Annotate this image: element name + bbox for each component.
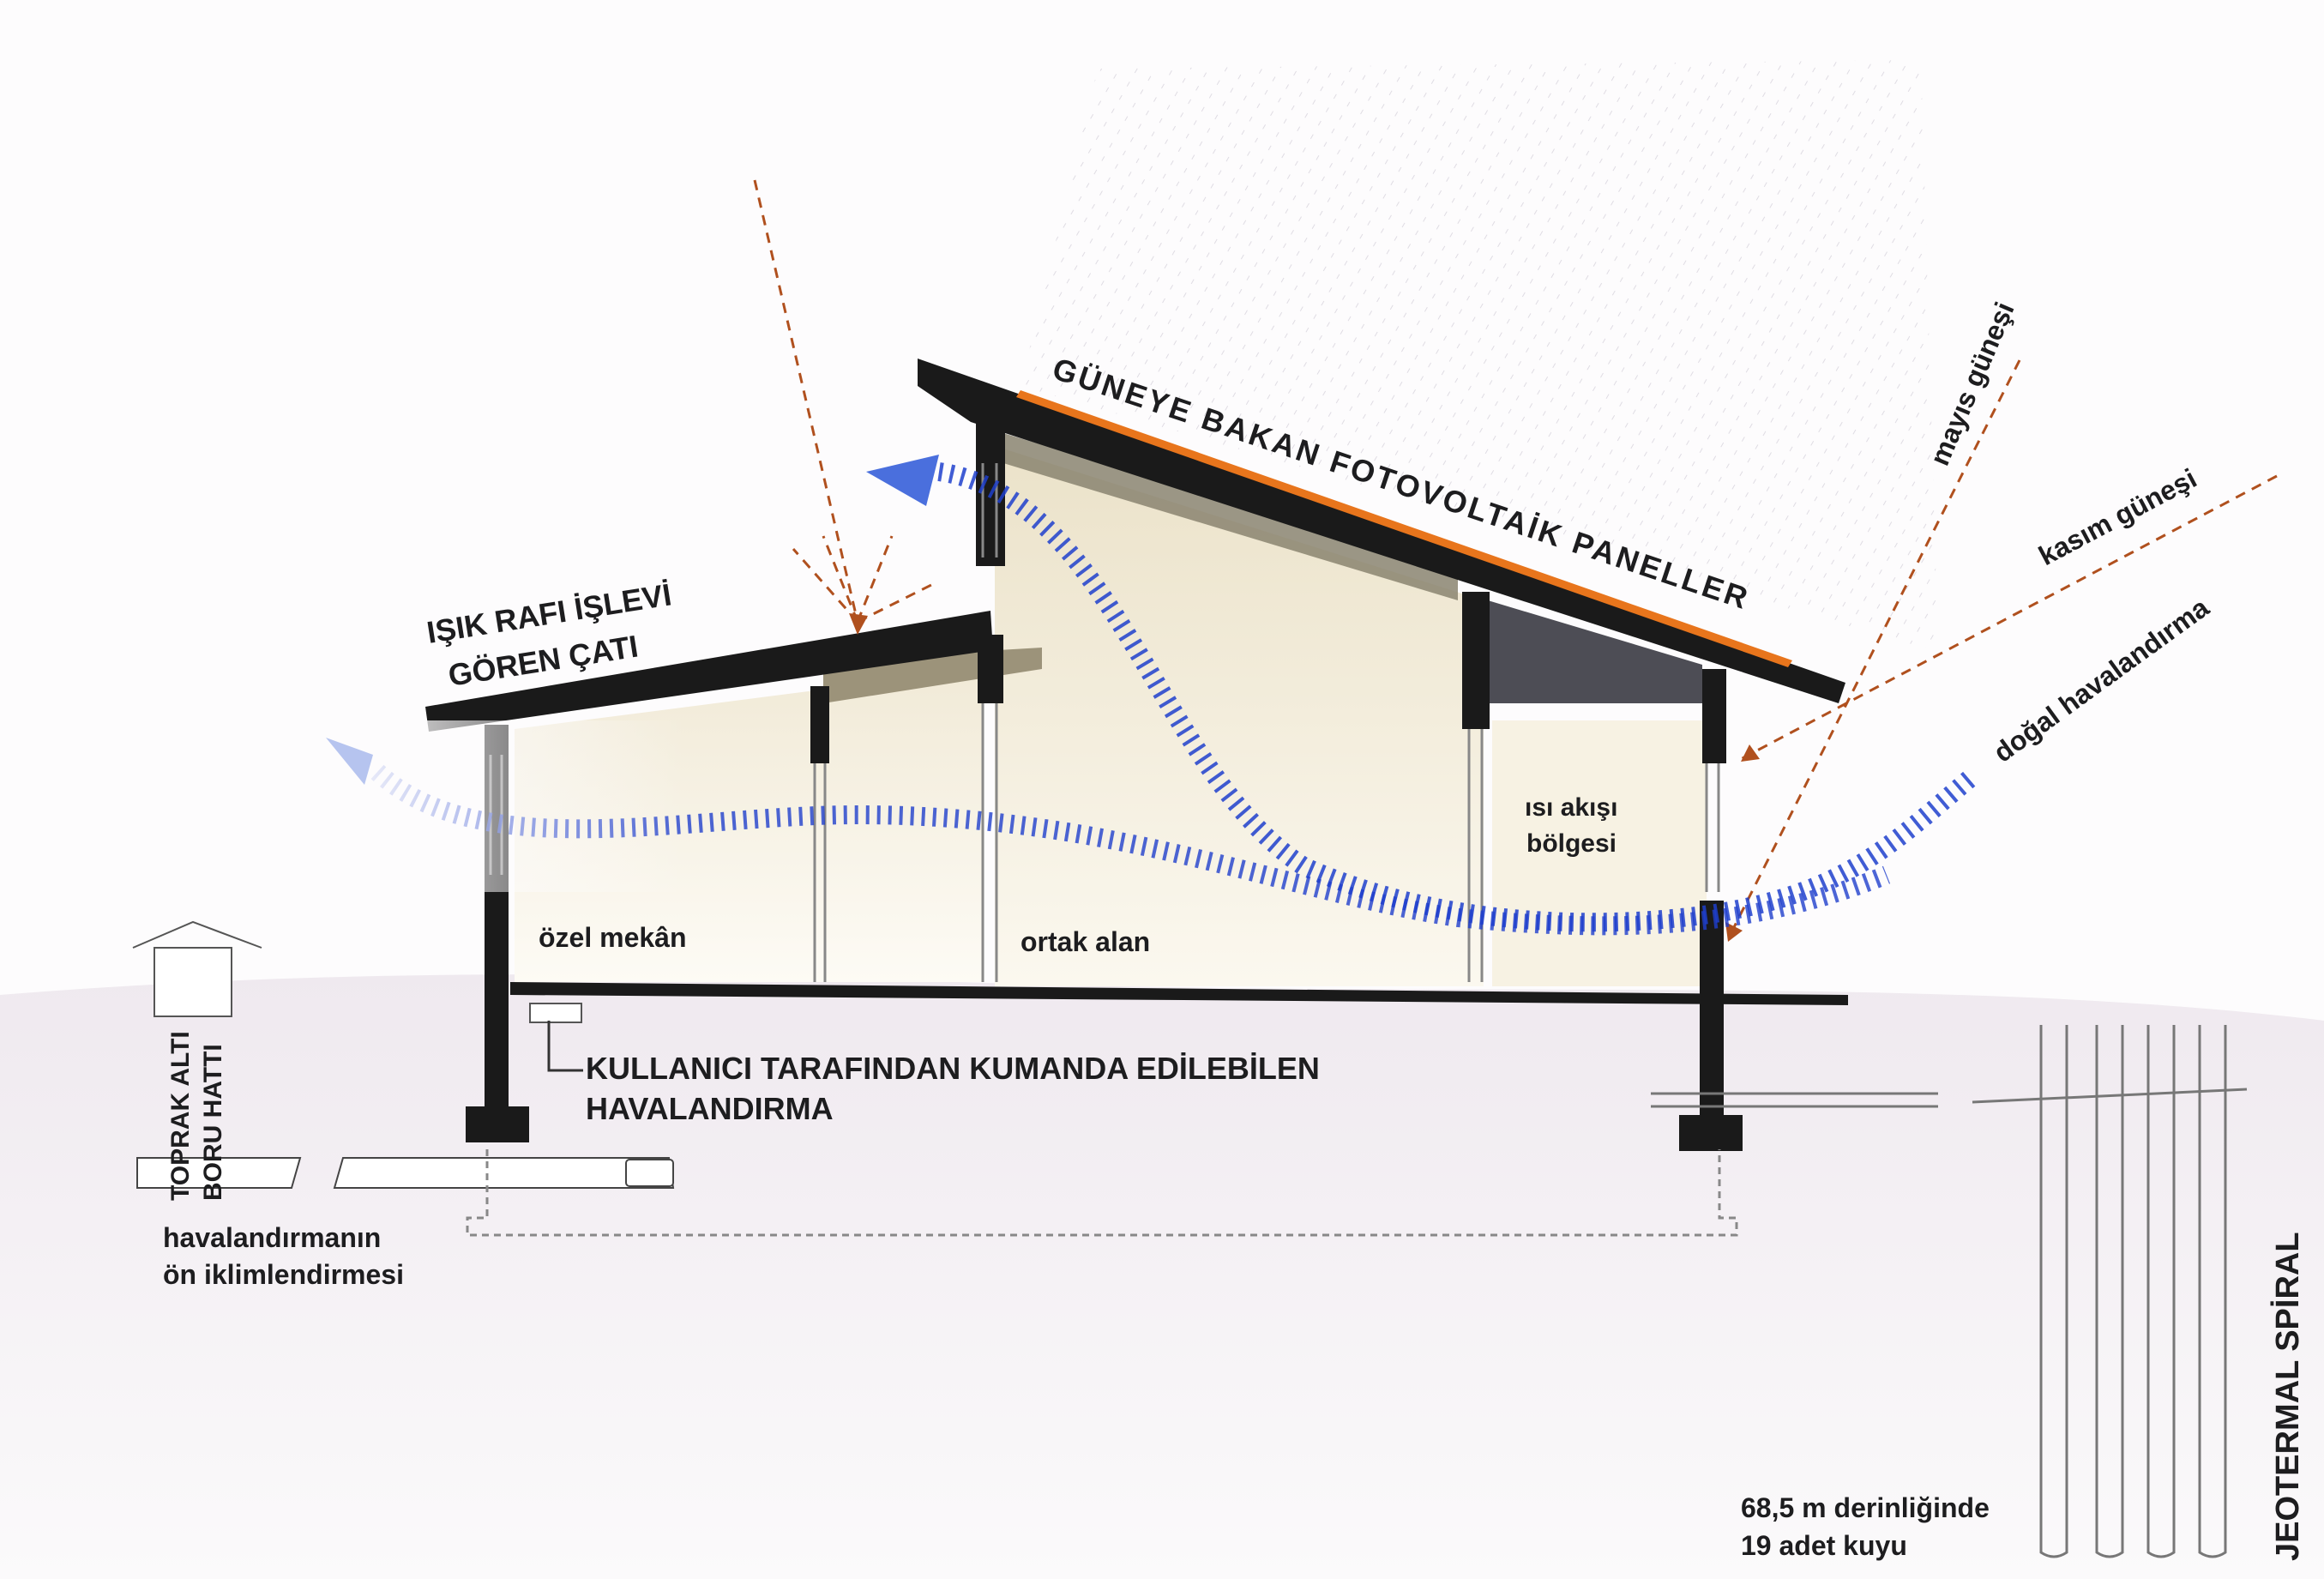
- post-right-footing: [1679, 1115, 1743, 1151]
- label-precool-2: ön iklimlendirmesi: [163, 1259, 404, 1290]
- post-left-footing: [466, 1106, 529, 1142]
- post-mid-right: [1462, 592, 1490, 729]
- airflow-arrow-upper: [866, 455, 939, 506]
- vent-leader-line: [547, 1021, 583, 1072]
- floor-slab: [510, 982, 1848, 1005]
- lower-roof: [425, 611, 993, 732]
- label-user-vent-2: HAVALANDIRMA: [586, 1091, 834, 1126]
- upper-soffit: [1003, 433, 1458, 600]
- label-wells-2: 19 adet kuyu: [1741, 1530, 1907, 1561]
- label-natural-ventilation: doğal havalandırma: [1988, 592, 2214, 768]
- airflow-lower: [370, 764, 1891, 936]
- geothermal-wells: [1651, 1025, 2248, 1558]
- label-earth-pipe-2: BORU HATTI: [199, 1044, 227, 1201]
- post-small: [810, 686, 829, 763]
- label-wells-1: 68,5 m derinliğinde: [1741, 1492, 1990, 1523]
- interior-common-area: [995, 446, 1484, 986]
- label-precool-1: havalandırmanın: [163, 1222, 382, 1253]
- sun-ray-arrowheads: [849, 613, 1760, 942]
- earth-pipe: [136, 1157, 675, 1189]
- airflow-upper: [937, 462, 1979, 932]
- label-private-space: özel mekân: [539, 922, 687, 953]
- interior-heat-zone: [1492, 720, 1707, 986]
- label-may-sun: mayıs güneşi: [1924, 298, 2020, 470]
- airflow-arrow-lower: [326, 738, 373, 785]
- pv-roof: [918, 359, 1845, 703]
- label-common-area: ortak alan: [1021, 926, 1151, 957]
- post-right: [1702, 669, 1726, 763]
- label-heat-flow-2: bölgesi: [1526, 829, 1617, 858]
- post-left-lower: [485, 1012, 509, 1111]
- ground-mass: [0, 974, 2324, 1579]
- label-heat-flow-1: ısı akışı: [1525, 793, 1618, 822]
- label-earth-pipe-1: TOPRAK ALTI: [166, 1031, 195, 1201]
- pv-panel-strip: [1016, 390, 1792, 667]
- label-november-sun: kasım güneşi: [2033, 462, 2201, 571]
- label-user-vent-1: KULLANICI TARAFINDAN KUMANDA EDİLEBİLEN: [586, 1051, 1320, 1086]
- label-geothermal: JEOTERMAL SPİRAL: [2270, 1232, 2306, 1561]
- airflow-fade: [326, 720, 686, 892]
- intake-tower: [132, 920, 262, 1017]
- floor-vent-box: [529, 1003, 582, 1023]
- clerestory-dark-wedge: [1488, 600, 1702, 703]
- pipe-return-line: [466, 1149, 1738, 1237]
- post-right-lower: [1700, 901, 1724, 1141]
- sun-rays: [753, 179, 2278, 940]
- solar-radiation-field: [1021, 60, 1938, 652]
- post-center: [978, 635, 1003, 703]
